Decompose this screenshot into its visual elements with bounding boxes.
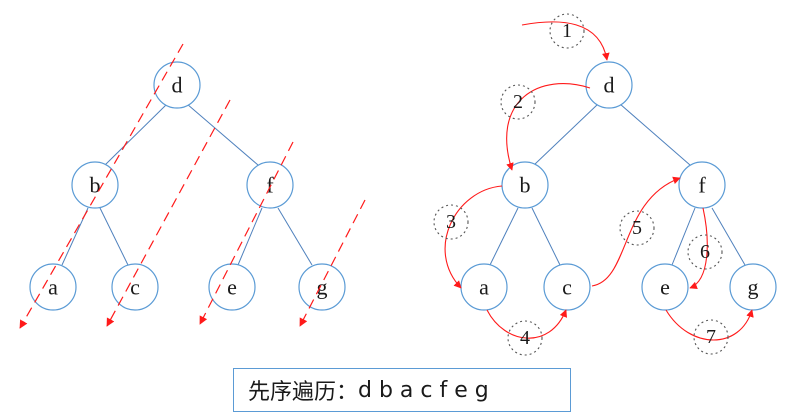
left-node-c-label: c [130,275,140,300]
step-marker-6: 6 [687,234,723,270]
projection-guide-3 [199,141,294,325]
traversal-arrow-5 [591,176,681,287]
step-marker-4: 4 [507,320,543,356]
left-node-c: c [111,263,159,311]
right-node-d-label: d [604,73,615,98]
step-marker-3: 3 [433,204,469,240]
right-edge-f-e [671,207,696,266]
right-edge-b-a [489,207,519,266]
right-node-g-label: g [748,275,759,300]
caption-box: 先序遍历：d b a c f e g [233,368,571,412]
projection-guide-4 [299,199,366,327]
left-node-b-label: b [90,173,101,198]
step-marker-5: 5 [619,210,655,246]
traversal-arrow-1 [521,21,610,61]
traversal-arrow-6 [689,207,708,289]
traversal-arrow-7 [665,309,754,341]
right-node-f-label: f [698,173,706,198]
left-node-a-label: a [48,275,58,300]
right-edge-f-g [711,207,746,266]
projection-guide-1 [19,43,184,329]
left-node-e-label: e [227,275,237,300]
right-node-e: e [641,263,689,311]
step-6-label: 6 [700,241,710,263]
left-edge-b-c [99,207,129,266]
right-node-g: g [729,263,777,311]
right-node-a-label: a [479,275,489,300]
left-node-g-label: g [317,275,328,300]
right-node-d: d [585,61,633,109]
right-edge-b-c [531,207,561,266]
left-node-f-label: f [266,173,274,198]
step-2-label: 2 [513,91,523,113]
caption-sequence: d b a c f e g [358,377,489,403]
left-node-d: d [153,61,201,109]
left-node-a: a [29,263,77,311]
step-marker-7: 7 [693,319,729,355]
left-node-d-label: d [172,73,183,98]
step-7-label: 7 [706,326,716,348]
traversal-arrow-4 [486,309,567,339]
left-edge-f-g [277,207,313,266]
step-marker-2: 2 [500,84,536,120]
right-edge-d-b [533,103,599,166]
right-node-b: b [501,161,549,209]
right-node-e-label: e [660,275,670,300]
step-5-label: 5 [632,217,642,239]
step-4-label: 4 [520,327,530,349]
step-marker-1: 1 [549,13,585,49]
right-node-c: c [543,263,591,311]
caption-label: 先序遍历： [248,380,359,405]
right-edge-d-f [619,103,691,166]
right-node-f: f [678,161,726,209]
right-node-c-label: c [562,275,572,300]
left-node-f: f [246,161,294,209]
left-node-g: g [298,263,346,311]
left-edge-f-e [237,207,263,266]
step-3-label: 3 [446,211,456,233]
left-node-e: e [208,263,256,311]
traversal-arrow-2 [506,83,591,171]
left-edge-d-b [104,103,168,166]
left-edge-d-f [186,103,259,166]
traversal-arrow-3 [444,185,503,289]
left-node-b: b [71,161,119,209]
projection-guide-2 [106,99,231,327]
right-node-b-label: b [520,173,531,198]
step-1-label: 1 [562,20,572,42]
right-tree: d b f a c e g [433,13,777,356]
left-tree: d b f a c e g [19,43,366,329]
right-node-a: a [460,263,508,311]
